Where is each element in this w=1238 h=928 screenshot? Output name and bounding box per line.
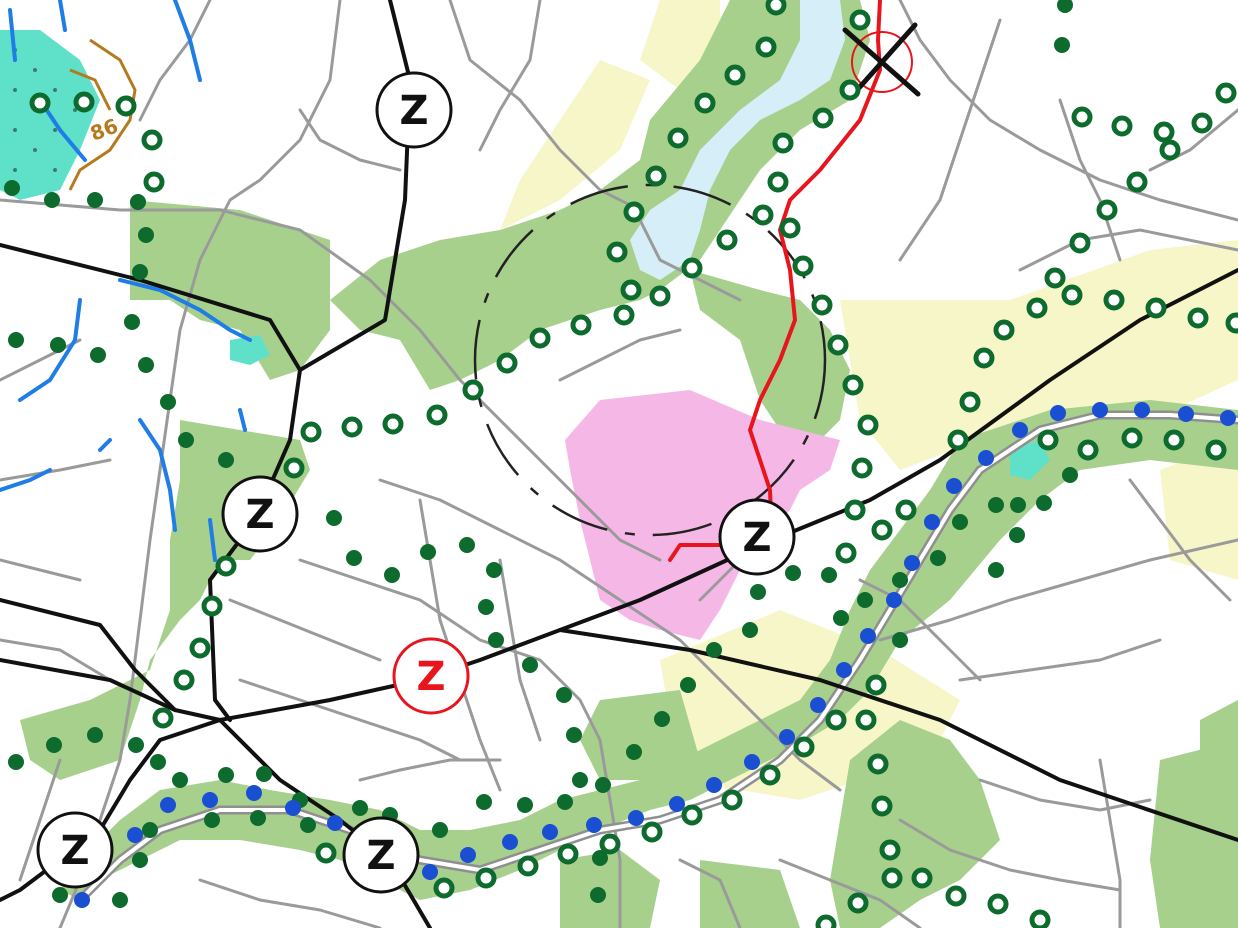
node-z-3[interactable]: Z bbox=[718, 498, 796, 576]
node-label-red: Z bbox=[416, 654, 445, 700]
endpoint-ring bbox=[851, 31, 913, 93]
node-z-red[interactable]: Z bbox=[392, 637, 470, 715]
node-label: Z bbox=[245, 492, 274, 538]
node-z-5[interactable]: Z bbox=[342, 816, 420, 894]
ring-dot-markers bbox=[29, 0, 1238, 928]
pink-zone bbox=[565, 390, 840, 640]
node-z-4[interactable]: Z bbox=[36, 811, 114, 889]
filled-dot-markers bbox=[4, 0, 1078, 908]
highway bbox=[75, 410, 1238, 905]
node-label: Z bbox=[399, 88, 428, 134]
lake bbox=[630, 0, 845, 280]
streams bbox=[0, 0, 252, 562]
x-cross-icon[interactable] bbox=[842, 22, 921, 101]
node-label: Z bbox=[60, 828, 89, 874]
node-z-1[interactable]: Z bbox=[375, 71, 453, 149]
node-z-2[interactable]: Z bbox=[221, 475, 299, 553]
node-label: Z bbox=[742, 515, 771, 561]
dashed-circle bbox=[473, 183, 827, 537]
node-label: Z bbox=[366, 833, 395, 879]
blue-dot-markers bbox=[74, 402, 1236, 908]
